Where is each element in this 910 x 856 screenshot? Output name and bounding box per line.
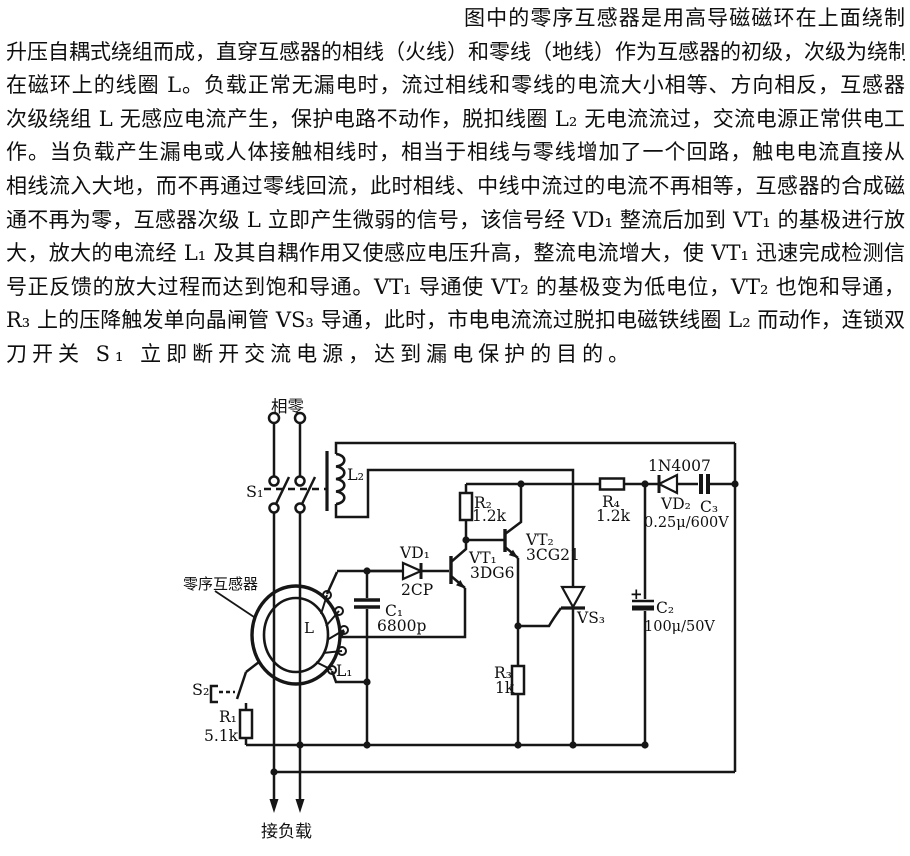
resistor-r4 <box>598 477 626 491</box>
s2-label: S₂ <box>192 680 209 699</box>
switch-s1 <box>264 475 326 514</box>
test-branch <box>209 661 260 745</box>
terminals-label: 相零 <box>271 397 305 416</box>
diode-vd2 <box>656 473 679 495</box>
capacitor-c1 <box>354 571 380 745</box>
r3-value: 1k <box>495 679 515 697</box>
r1-label: R₁ <box>219 708 237 726</box>
paragraph-line: 大，放大的电流经 L₁ 及其自耦作用又使感应电压升高，整流电流增大，使 VT₁ … <box>6 241 905 266</box>
capacitor-c3 <box>699 474 710 494</box>
l1-label: L₁ <box>336 662 353 680</box>
c2-label: C₂ <box>656 599 674 617</box>
c3-value: 0.25μ/600V <box>644 515 729 531</box>
capacitor-c2 <box>632 484 654 745</box>
l2-label: L₂ <box>347 465 364 484</box>
r3-label: R₃ <box>494 664 512 682</box>
paragraph-line: 次级绕组 L 无感应电流产生，保护电路不动作，脱扣线圈 L₂ 无电流流过，交流电… <box>6 106 905 131</box>
paragraph-line: 升压自耦式绕组而成，直穿互感器的相线（火线）和零线（地线）作为互感器的初级，次级… <box>6 39 905 64</box>
load-arrows <box>269 799 305 813</box>
paragraph-line: 号正反馈的放大过程而达到饱和导通。VT₁ 导通使 VT₂ 的基极变为低电位，VT… <box>6 274 905 299</box>
r4-label: R₄ <box>602 493 620 511</box>
paragraph-line: 通不再为零，互感器次级 L 立即产生微弱的信号，该信号经 VD₁ 整流后加到 V… <box>6 207 905 232</box>
paragraph-line: 图中的零序互感器是用高导磁磁环在上面绕制 <box>464 6 905 30</box>
r4-value: 1.2k <box>596 507 631 525</box>
vs3-label: VS₃ <box>576 609 605 627</box>
r2-label: R₂ <box>474 494 492 512</box>
c3-label: C₃ <box>700 498 718 516</box>
vd1-label: VD₁ <box>399 544 430 562</box>
vd2-label: VD₂ <box>660 495 691 513</box>
transistor-vt2 <box>503 484 523 626</box>
c2-value: 100μ/50V <box>644 619 715 635</box>
load-label: 接负载 <box>261 822 312 842</box>
mains-input <box>267 411 307 799</box>
c1-label: C₁ <box>385 602 403 620</box>
vd2-type: 1N4007 <box>648 457 711 475</box>
labels: 相零 S₁ L₂ R₂ 1.2k VT₁ 3DG6 VT₂ 3CG21 R₄ 1… <box>183 397 729 842</box>
vt1-type: 3DG6 <box>470 564 515 582</box>
c2-polarity: + <box>630 585 643 603</box>
junction-dots <box>270 480 739 776</box>
s1-label: S₁ <box>246 482 263 501</box>
r2-value: 1.2k <box>472 507 507 525</box>
resistor-r3 <box>510 626 526 745</box>
paragraph-line: R₃ 上的压降触发单向晶闸管 VS₃ 导通，此时，市电电流流过脱扣电磁铁线圈 L… <box>6 308 905 333</box>
description-paragraph: 图中的零序互感器是用高导磁磁环在上面绕制 升压自耦式绕组而成，直穿互感器的相线（… <box>6 2 905 372</box>
vt1-label: VT₁ <box>468 549 497 567</box>
vt2-type: 3CG21 <box>526 546 580 564</box>
c1-value: 6800p <box>377 617 426 635</box>
vt2-label: VT₂ <box>525 531 554 549</box>
supply-rails <box>246 443 737 774</box>
paragraph-line: 在磁环上的线圈 L。负载正常无漏电时，流过相线和零线的电流大小相等、方向相反，互… <box>6 73 905 98</box>
vd1-type: 2CP <box>401 581 433 599</box>
paragraph-line: 刀开关 S₁ 立即断开交流电源，达到漏电保护的目的。 <box>6 341 635 366</box>
trip-coil-l2 <box>325 441 735 587</box>
transformer-label: 零序互感器 <box>183 575 258 593</box>
r1-value: 5.1k <box>204 727 239 745</box>
paragraph-line: 相线流入大地，而不再通过零线回流，此时相线、中线中流过的电流不再相等，互感器的合… <box>6 173 905 198</box>
l-label: L <box>304 619 314 637</box>
paragraph-line: 作。当负载产生漏电或人体接触相线时，相当于相线与零线增加了一个回路，触电电流直接… <box>6 140 905 165</box>
thyristor-vs3 <box>518 585 586 745</box>
